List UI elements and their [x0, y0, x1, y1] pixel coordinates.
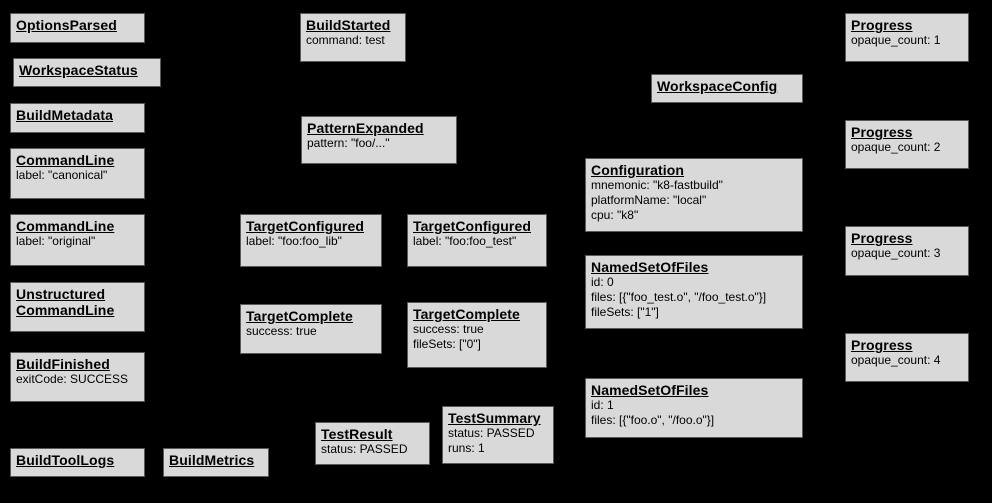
event-node-title: Configuration	[591, 162, 685, 178]
event-node-field: label: "canonical"	[16, 168, 108, 183]
event-node-title: TestSummary	[448, 410, 541, 426]
event-node-unstructured-command-line: Unstructured CommandLine	[10, 282, 145, 332]
event-node-title: TargetConfigured	[413, 218, 532, 234]
event-node-title: CommandLine	[16, 218, 115, 234]
event-node-field: pattern: "foo/..."	[307, 136, 390, 151]
event-node-field: id: 1	[591, 398, 614, 413]
event-node-field: success: true	[413, 322, 484, 337]
event-node-title: Progress	[851, 124, 913, 140]
event-node-build-metadata: BuildMetadata	[10, 103, 145, 133]
event-node-title: OptionsParsed	[16, 17, 117, 33]
event-node-field: platformName: "local"	[591, 193, 707, 208]
event-node-title: TargetConfigured	[246, 218, 365, 234]
event-node-field: success: true	[246, 324, 317, 339]
event-node-title: TestResult	[321, 426, 393, 442]
event-node-title: Progress	[851, 230, 913, 246]
event-node-field: label: "original"	[16, 234, 96, 249]
event-node-title: CommandLine	[16, 152, 115, 168]
event-node-title: BuildMetadata	[16, 107, 113, 123]
event-node-title: Progress	[851, 337, 913, 353]
event-node-title: BuildStarted	[306, 17, 391, 33]
event-node-title: BuildToolLogs	[16, 452, 115, 468]
event-node-field: fileSets: ["0"]	[413, 337, 481, 352]
event-node-title: Unstructured CommandLine	[16, 286, 115, 319]
event-node-field: fileSets: ["1"]	[591, 305, 659, 320]
event-node-title: TargetComplete	[413, 306, 520, 322]
event-node-field: label: "foo:foo_test"	[413, 234, 517, 249]
event-node-title: PatternExpanded	[307, 120, 424, 136]
event-node-field: cpu: "k8"	[591, 208, 639, 223]
event-node-field: runs: 1	[448, 441, 485, 456]
event-node-field: files: [{"foo.o", "/foo.o"}]	[591, 413, 715, 428]
event-node-field: label: "foo:foo_lib"	[246, 234, 342, 249]
event-node-options-parsed: OptionsParsed	[10, 13, 145, 43]
event-node-field: mnemonic: "k8-fastbuild"	[591, 178, 723, 193]
event-node-workspace-config: WorkspaceConfig	[651, 74, 803, 103]
event-node-field: opaque_count: 1	[851, 33, 941, 48]
event-node-title: TargetComplete	[246, 308, 353, 324]
event-node-title: WorkspaceStatus	[19, 62, 138, 78]
event-node-title: NamedSetOfFiles	[591, 382, 709, 398]
event-node-title: BuildMetrics	[169, 452, 255, 468]
event-node-field: exitCode: SUCCESS	[16, 372, 129, 387]
event-node-field: status: PASSED	[321, 442, 408, 457]
event-node-field: files: [{"foo_test.o", "/foo_test.o"}]	[591, 290, 767, 305]
event-node-workspace-status: WorkspaceStatus	[13, 58, 161, 87]
event-node-field: opaque_count: 2	[851, 140, 941, 155]
event-node-field: opaque_count: 4	[851, 353, 941, 368]
event-node-field: command: test	[306, 33, 385, 48]
event-node-title: NamedSetOfFiles	[591, 259, 709, 275]
event-node-build-metrics: BuildMetrics	[163, 448, 269, 477]
event-node-field: id: 0	[591, 275, 614, 290]
event-node-field: opaque_count: 3	[851, 246, 941, 261]
event-node-title: Progress	[851, 17, 913, 33]
event-node-title: WorkspaceConfig	[657, 78, 778, 94]
event-node-field: status: PASSED	[448, 426, 535, 441]
event-node-build-tool-logs: BuildToolLogs	[10, 448, 145, 477]
event-node-title: BuildFinished	[16, 356, 110, 372]
